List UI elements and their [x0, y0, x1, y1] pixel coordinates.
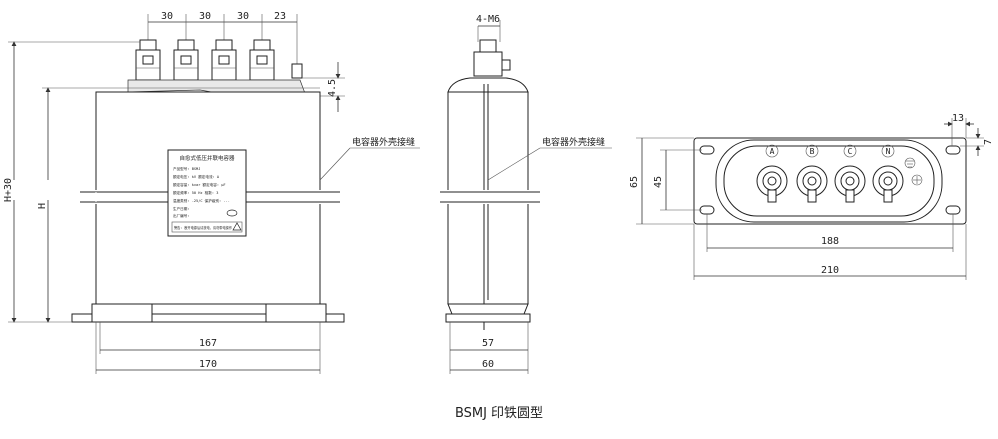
dim-30-b: 30	[199, 11, 211, 22]
dim-170: 170	[199, 359, 217, 370]
dim-65: 65	[629, 176, 640, 188]
phase-label-n: N	[886, 147, 891, 156]
mount-slot	[945, 145, 961, 155]
ground-stud	[291, 63, 303, 79]
mount-slot	[699, 205, 715, 215]
nameplate-line: 生产日期:	[173, 206, 190, 211]
dim-13: 13	[952, 113, 964, 124]
front-base	[71, 303, 345, 323]
ground-symbol-icon	[904, 157, 916, 169]
mount-slot	[945, 205, 961, 215]
front-view: 30 30 30 23	[3, 11, 420, 374]
nameplate: 自愈式低压并联电容器 产品型号: BSMJ 额定电压: kV 额定电流: A 额…	[167, 149, 247, 237]
top-right-dimensions: 13 7	[944, 113, 994, 156]
dim-30-c: 30	[237, 11, 249, 22]
front-left-dimensions: H+30 H	[3, 41, 140, 323]
front-weld-label: 电容器外壳接缝	[319, 136, 420, 181]
phase-label-b: B	[810, 147, 815, 156]
mount-slot	[699, 145, 715, 155]
nameplate-line: 额定容量: kvar 额定电容: μF	[173, 182, 226, 187]
top-left-dimensions: 65 45	[629, 137, 702, 225]
dim-60: 60	[482, 359, 494, 370]
phase-labels: A B C N	[765, 144, 895, 158]
side-view: 4-M6 电容器外壳接缝 57 60	[440, 14, 612, 374]
front-bottom-dimensions: 167 170	[95, 322, 321, 374]
dim-7: 7	[983, 139, 994, 145]
nameplate-line: 温度类别: -25/C 保护级别: ...	[173, 198, 230, 203]
dim-30-a: 30	[161, 11, 173, 22]
phase-label-a: A	[770, 147, 775, 156]
front-top-dimensions: 30 30 30 23	[147, 11, 298, 66]
top-view: A B C N 13	[629, 113, 994, 280]
side-weld-label: 电容器外壳接缝	[487, 136, 612, 181]
figure-caption: BSMJ 印铁圆型	[454, 406, 544, 421]
terminal-4	[249, 39, 275, 81]
terminal-2	[173, 39, 199, 81]
weld-label-side: 电容器外壳接缝	[542, 136, 605, 148]
terminal-posts	[756, 165, 904, 203]
weld-label-front: 电容器外壳接缝	[352, 136, 415, 148]
side-break-lines	[440, 190, 540, 204]
dim-57: 57	[482, 338, 494, 349]
top-bottom-dimensions: 188 210	[693, 214, 967, 280]
nameplate-line: 出厂编号:	[173, 213, 190, 218]
dim-h-plus-30: H+30	[3, 178, 14, 202]
nameplate-line: 产品型号: BSMJ	[173, 166, 200, 171]
terminal-1	[135, 39, 161, 81]
nameplate-warning: 警告: 断开电源后请放电，请勿带电操作	[174, 225, 233, 230]
dim-188: 188	[821, 236, 839, 247]
nameplate-line: 额定频率: 50 Hz 相数: 3	[173, 190, 218, 195]
dim-4-5: 4.5	[327, 79, 338, 97]
dim-167: 167	[199, 338, 217, 349]
warning-icon	[232, 222, 242, 231]
phase-label-c: C	[848, 147, 853, 156]
side-top-dimension: 4-M6	[476, 14, 501, 42]
dim-23: 23	[274, 11, 286, 22]
dim-45: 45	[653, 176, 664, 188]
dim-h: H	[37, 203, 48, 209]
side-bottom-dimensions: 57 60	[449, 322, 529, 374]
nameplate-line: 额定电压: kV 额定电流: A	[173, 174, 220, 179]
front-terminals	[127, 39, 307, 99]
dim-4-m6: 4-M6	[476, 14, 500, 25]
plus-terminal-icon	[911, 174, 923, 186]
terminal-3	[211, 39, 237, 81]
nameplate-title: 自愈式低压并联电容器	[179, 154, 235, 162]
dim-210: 210	[821, 265, 839, 276]
logo-icon	[226, 209, 238, 217]
